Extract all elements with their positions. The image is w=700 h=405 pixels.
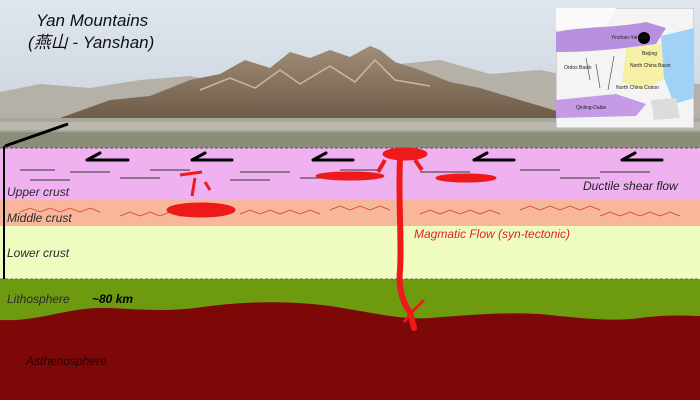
layer-middle-crust (0, 200, 700, 226)
inset-label: North China Basin (630, 63, 671, 69)
magma-conduit (396, 157, 417, 331)
fault-line (4, 122, 69, 148)
magma-sill (315, 171, 385, 181)
shear-arrows (85, 151, 664, 162)
layer-asthenosphere (0, 302, 700, 400)
magma-pluton (166, 202, 236, 218)
depth-label: ~80 km (92, 292, 134, 306)
magma-dome (382, 147, 428, 161)
shear-arrow (311, 151, 355, 162)
magma-branch (376, 158, 424, 174)
upper-crust-label: Upper crust (7, 185, 70, 199)
town-band (0, 122, 700, 130)
inset-map-svg (555, 7, 695, 129)
ridge-highlights (199, 58, 431, 91)
inset-location-map: Yinshan-Yanshan Beijing Ordos Basin Nort… (555, 7, 695, 129)
diagram-title: Yan Mountains (36, 11, 149, 30)
inset-label: North China Craton (616, 85, 660, 91)
magma-feeder (179, 170, 212, 197)
inset-label: Beijing (642, 51, 658, 57)
field-band (0, 132, 700, 148)
inset-label: Ordos Basin (564, 65, 592, 71)
lower-crust-label: Lower crust (7, 246, 70, 260)
shear-arrow (472, 151, 516, 162)
magmatic-flow-label: Magmatic Flow (syn-tectonic) (414, 227, 571, 241)
magmatic-flow (166, 147, 497, 331)
magma-sill (435, 173, 497, 183)
shear-flow-label: Ductile shear flow (583, 179, 678, 193)
lithosphere-label: Lithosphere (7, 292, 70, 306)
asthenosphere-label: Asthenosphere (26, 354, 107, 368)
layer-lower-crust (0, 226, 700, 279)
middle-crust-label: Middle crust (7, 211, 72, 225)
inset-label: Yinshan-Yanshan (611, 35, 650, 41)
inset-label: Qinling-Dabie (576, 105, 607, 111)
main-ridge (60, 46, 600, 118)
shear-arrow (620, 151, 664, 162)
shear-arrow (85, 151, 130, 162)
magma-root (402, 298, 426, 323)
shear-arrow (190, 151, 234, 162)
diagram-subtitle: (燕山 - Yanshan) (28, 33, 155, 52)
